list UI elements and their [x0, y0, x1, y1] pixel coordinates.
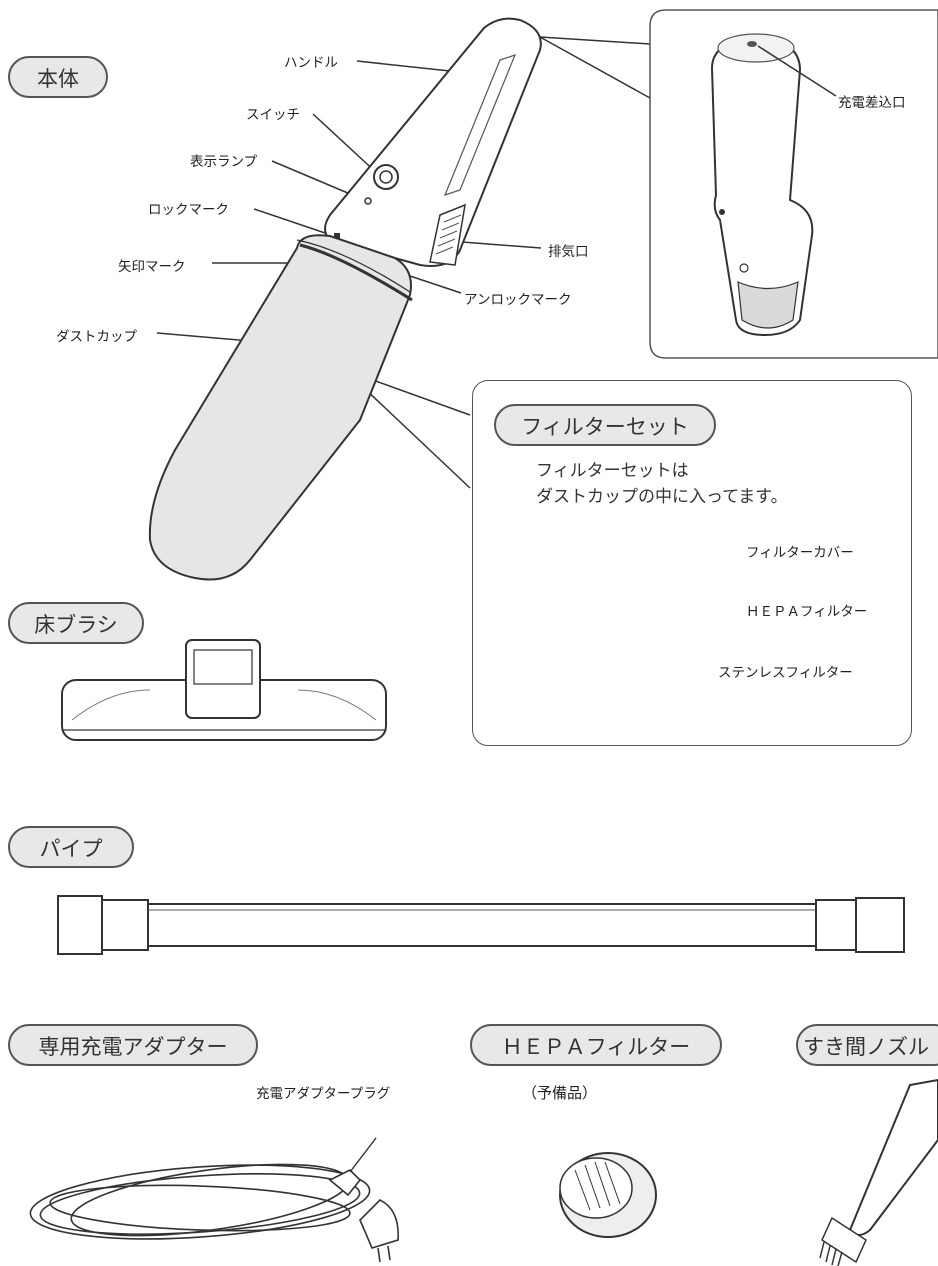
floor-brush-drawing — [61, 639, 387, 741]
label-switch: スイッチ — [246, 107, 300, 123]
section-body: 本体 — [8, 56, 108, 98]
section-hepa: ＨＥＰＡフィルター — [470, 1024, 722, 1066]
section-crevice-nozzle: すき間ノズル — [796, 1024, 938, 1066]
label-adapter-plug: 充電アダプタープラグ — [256, 1086, 391, 1102]
charge-port-drawing — [710, 33, 837, 337]
label-charge-port: 充電差込口 — [838, 95, 906, 111]
label-dust-cup: ダストカップ — [56, 329, 137, 345]
vacuum-body-drawing — [148, 17, 542, 581]
section-filter-set: フィルターセット — [494, 404, 716, 446]
label-indicator-lamp: 表示ランプ — [190, 154, 258, 170]
label-exhaust: 排気口 — [548, 244, 589, 260]
label-lock-mark: ロックマーク — [148, 202, 229, 218]
section-pipe: パイプ — [8, 826, 134, 868]
filter-note-line1: フィルターセットは — [536, 461, 689, 481]
label-spare: （予備品） — [522, 1084, 598, 1102]
label-hepa-filter: ＨＥＰＡフィルター — [746, 604, 868, 620]
filter-note-line2: ダストカップの中に入ってます。 — [536, 487, 788, 507]
label-stainless-filter: ステンレスフィルター — [718, 665, 853, 681]
label-unlock-mark: アンロックマーク — [464, 292, 572, 308]
label-arrow-mark: 矢印マーク — [118, 259, 186, 275]
label-filter-cover: フィルターカバー — [746, 545, 854, 561]
pipe-drawing — [57, 895, 905, 955]
section-adapter: 専用充電アダプター — [8, 1024, 258, 1066]
label-handle: ハンドル — [284, 55, 338, 71]
spare-hepa-drawing — [559, 1152, 657, 1238]
adapter-cord-drawing — [29, 1137, 399, 1263]
crevice-nozzle-drawing — [819, 1078, 938, 1266]
section-floor-brush: 床ブラシ — [8, 602, 144, 644]
